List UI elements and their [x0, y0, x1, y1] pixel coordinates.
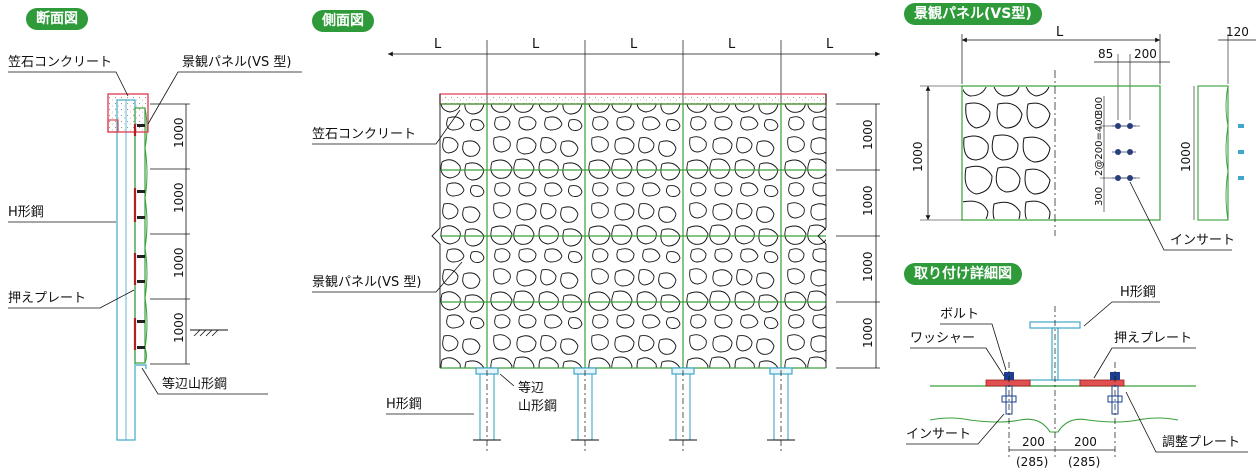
section-dim-2: 1000 — [172, 182, 186, 213]
side-span-4: L — [728, 37, 736, 52]
detail-label-insert: インサート — [906, 427, 971, 442]
section-dim-3: 1000 — [172, 247, 186, 278]
side-span-5: L — [826, 37, 834, 52]
detail-dim-left: 200 — [1022, 435, 1045, 449]
section-dim-1: 1000 — [172, 117, 186, 148]
detail-label-bolt: ボルト — [940, 307, 979, 322]
side-label-angle-2: 山形鋼 — [518, 399, 557, 414]
side-span-3: L — [630, 37, 638, 52]
side-dim-4: 1000 — [861, 317, 875, 348]
section-label-h-beam: H形鋼 — [8, 205, 44, 220]
panel-dim-300-bottom: 300 — [1094, 187, 1105, 206]
section-dim-4: 1000 — [172, 312, 186, 343]
detail-plate-right — [1079, 379, 1125, 387]
panel-side-dim-1000: 1000 — [1179, 141, 1193, 172]
section-label-coping: 笠石コンクリート — [8, 55, 112, 70]
detail-dim-left-paren: (285) — [1016, 455, 1048, 469]
side-label-angle-1: 等辺 — [518, 380, 544, 396]
detail-label-washer: ワッシャー — [910, 331, 975, 346]
detail-plate-left — [985, 379, 1031, 387]
section-panel — [134, 107, 146, 364]
panel-face — [961, 85, 1161, 221]
panel-dim-120: 120 — [1226, 25, 1249, 39]
side-label-coping: 笠石コンクリート — [312, 127, 416, 142]
panel-view-title: 景観パネル(VS型) — [904, 3, 1042, 25]
detail-label-plate: 押えプレート — [1114, 331, 1192, 346]
panel-dim-85: 85 — [1098, 47, 1113, 61]
section-label-panel: 景観パネル(VS 型) — [182, 55, 291, 70]
panel-dim-1000: 1000 — [911, 141, 925, 172]
section-label-plate: 押えプレート — [8, 291, 86, 306]
section-label-angle: 等辺山形鋼 — [162, 376, 227, 392]
side-dim-1: 1000 — [861, 119, 875, 150]
detail-view: H形鋼 ボルト ワッシャー 押えプレート インサート — [906, 285, 1248, 469]
side-label-h-beam: H形鋼 — [386, 397, 422, 412]
section-view-title: 断面図 — [26, 8, 88, 30]
panel-width-label: L — [1056, 25, 1064, 40]
side-dim-2: 1000 — [861, 185, 875, 216]
panel-side-profile — [1197, 85, 1229, 221]
section-view: 1000 1000 1000 1000 笠石コンクリート 景観パネル(VS 型)… — [8, 55, 302, 441]
detail-label-adjust-plate: 調整プレート — [1162, 435, 1240, 450]
side-span-1: L — [434, 37, 442, 52]
panel-label-insert: インサート — [1170, 233, 1235, 248]
side-view: L L L L L — [312, 37, 880, 452]
detail-view-title: 取り付け詳細図 — [904, 263, 1022, 285]
detail-dim-right: 200 — [1074, 435, 1097, 449]
side-span-2: L — [532, 37, 540, 52]
panel-view: L 85 200 1000 300 2@200=400 300 — [911, 25, 1256, 251]
side-coping — [439, 93, 827, 105]
side-dim-3: 1000 — [861, 251, 875, 282]
panel-dim-pitch: 2@200=400 — [1094, 113, 1105, 176]
side-label-panel: 景観パネル(VS 型) — [312, 275, 421, 290]
detail-label-h-beam: H形鋼 — [1120, 285, 1156, 300]
panel-dim-300-top: 300 — [1094, 97, 1105, 116]
panel-dim-200: 200 — [1134, 47, 1157, 61]
side-view-title: 側面図 — [312, 10, 374, 32]
detail-dim-right-paren: (285) — [1068, 455, 1100, 469]
